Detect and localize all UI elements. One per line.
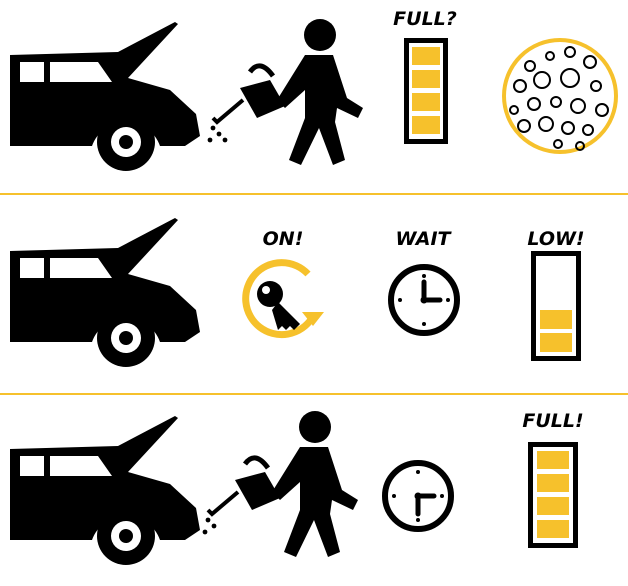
car-open-hood-icon (10, 416, 200, 565)
label-full-question: FULL? (380, 8, 470, 30)
battery-low-icon (531, 251, 581, 361)
row-run-engine: ON! WAIT LOW! (0, 196, 628, 386)
label-low: LOW! (511, 228, 601, 250)
divider (0, 193, 628, 195)
row2-graphics (0, 196, 628, 386)
clock-icon (391, 267, 457, 333)
car-open-hood-icon (10, 218, 200, 367)
ignition-key-icon (246, 263, 324, 335)
battery-full-icon (404, 38, 448, 144)
infographic: FULL? (0, 0, 628, 568)
label-full-exclaim: FULL! (508, 410, 598, 432)
row1-graphics (0, 0, 628, 190)
label-wait: WAIT (378, 228, 468, 250)
clock-icon (385, 463, 451, 529)
row-check-water: FULL? (0, 0, 628, 190)
divider (0, 393, 628, 395)
row-top-up: FULL! (0, 396, 628, 586)
person-watering-can-icon (203, 411, 358, 557)
person-watering-can-icon (208, 19, 363, 165)
battery-full-icon (528, 442, 578, 548)
car-open-hood-icon (10, 22, 200, 171)
bubbles-circle-icon (504, 40, 616, 152)
label-on: ON! (238, 228, 328, 250)
